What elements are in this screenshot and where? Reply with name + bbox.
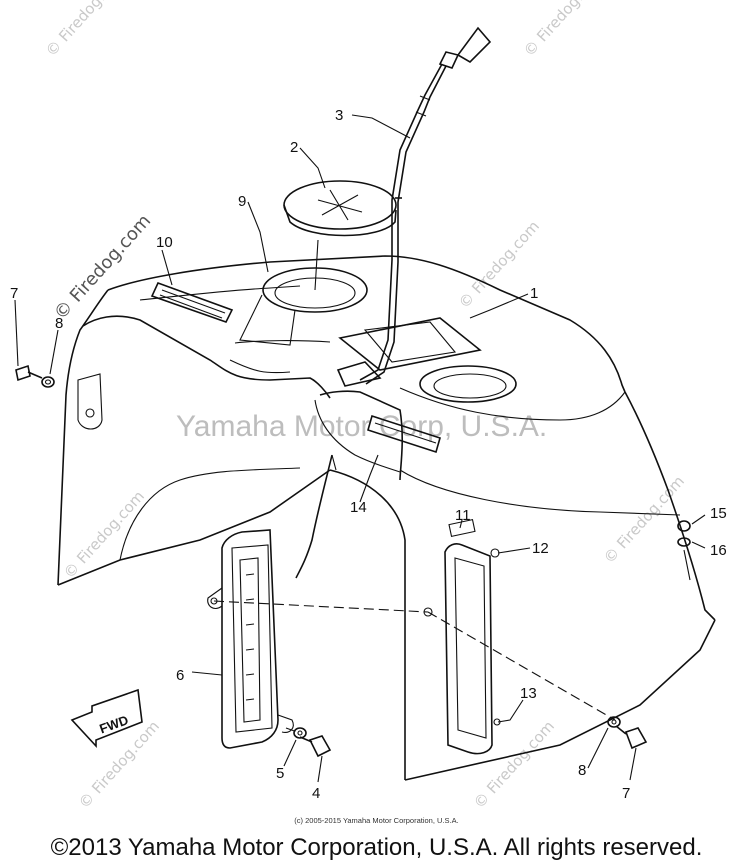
footer-copyright: ©2013 Yamaha Motor Corporation, U.S.A. A…	[50, 834, 703, 861]
callout-2: 2	[290, 139, 298, 156]
callout-8-left: 8	[55, 315, 63, 332]
hood-shell	[57, 255, 716, 781]
left-mount-tab	[77, 373, 103, 430]
watermark-center: Yamaha Motor Corp, U.S.A.	[176, 410, 548, 443]
callout-5: 5	[276, 765, 284, 782]
small-copyright: (c) 2005-2015 Yamaha Motor Corporation, …	[294, 816, 459, 825]
callout-13: 13	[520, 685, 537, 702]
callout-15: 15	[710, 505, 727, 522]
bolt-7-8-right	[607, 716, 648, 750]
callout-8-right: 8	[578, 762, 586, 779]
callout-6: 6	[176, 667, 184, 684]
callout-9: 9	[238, 193, 246, 210]
fwd-arrow	[70, 688, 143, 749]
align-line	[427, 611, 616, 721]
bolt-4-5	[293, 727, 332, 758]
right-grille-frame	[423, 518, 501, 755]
callout-7-right: 7	[622, 785, 630, 802]
cap-2	[283, 180, 397, 291]
side-grille-6	[207, 529, 294, 749]
switch-panel	[336, 317, 482, 387]
callout-12: 12	[532, 540, 549, 557]
align-line	[213, 600, 429, 613]
bolt-7-left	[15, 364, 55, 388]
nut-15-16	[677, 520, 691, 581]
callout-16: 16	[710, 542, 727, 559]
callout-14: 14	[350, 499, 367, 516]
decal-10	[150, 281, 234, 323]
callout-1: 1	[530, 285, 538, 302]
callout-10: 10	[156, 234, 173, 251]
callout-3: 3	[335, 107, 343, 124]
gauge-openings	[239, 267, 517, 403]
align-line	[285, 727, 301, 734]
cable-3	[295, 26, 492, 579]
callout-7-left: 7	[10, 285, 18, 302]
decal-14	[367, 414, 441, 454]
leader-lines	[14, 114, 706, 783]
callout-4: 4	[312, 785, 320, 802]
callout-numbers: 1 2 3 4 5 6 7 7 8 8 9 10 11 12 13 14 15 …	[10, 107, 727, 802]
callout-11: 11	[455, 507, 471, 524]
mount-hole	[85, 408, 95, 418]
